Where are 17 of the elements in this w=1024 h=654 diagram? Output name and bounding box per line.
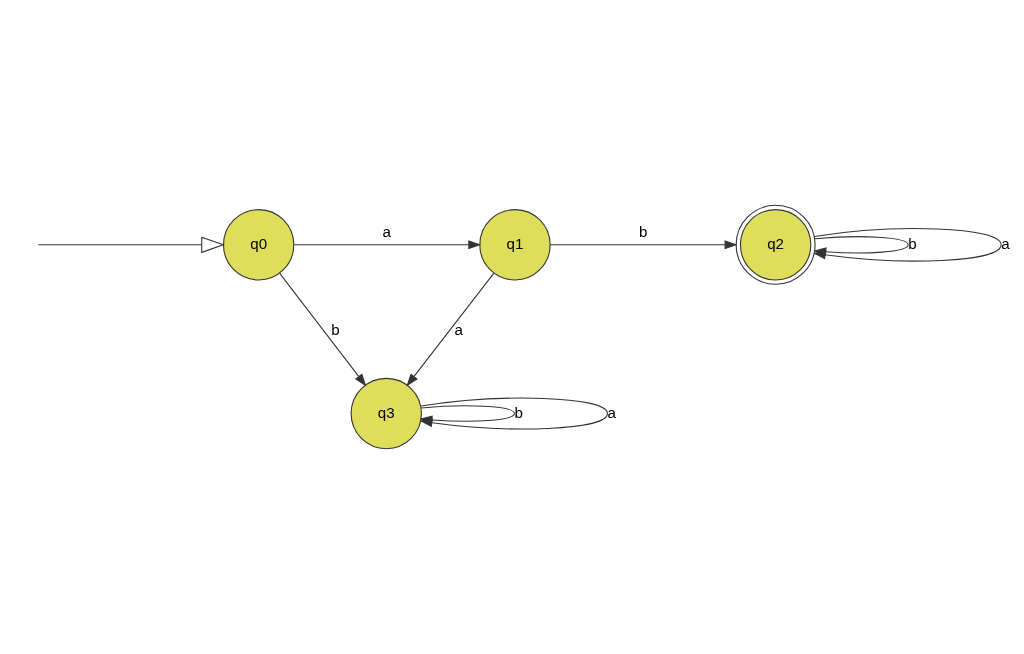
- arrow: [293, 240, 482, 250]
- edge-label: b: [638, 223, 648, 241]
- node-circle: q2: [735, 204, 816, 285]
- arrow: [549, 240, 738, 250]
- edge-label: b: [514, 403, 523, 421]
- node-circle: q0: [222, 209, 295, 281]
- arrow: [279, 272, 367, 387]
- edge-label: b: [331, 321, 340, 339]
- edge-label: b: [908, 234, 917, 252]
- edge-label: a: [1001, 234, 1010, 252]
- arrow: [37, 236, 225, 254]
- edge-label: a: [382, 223, 392, 241]
- arrow: [406, 272, 495, 387]
- edge-label: a: [607, 403, 616, 421]
- edge-label: a: [454, 321, 463, 339]
- node-circle: q1: [479, 209, 551, 281]
- node-circle: q3: [350, 377, 422, 450]
